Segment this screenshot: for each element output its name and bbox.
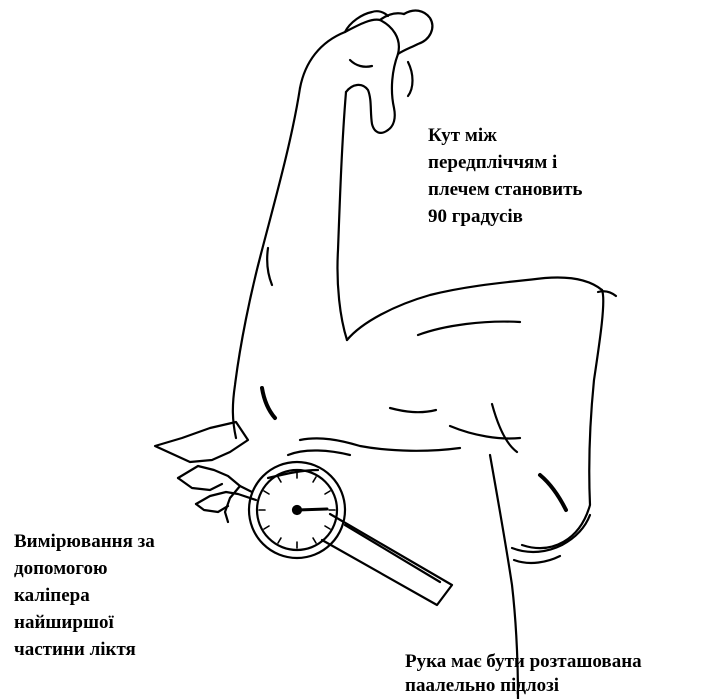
angle-annotation-line: 90 градусів [428,203,582,230]
caliper-annotation: Вимірювання за допомогою каліпера найшир… [14,528,155,663]
arm-position-annotation: Рука має бути розташована паалельно підл… [405,650,642,698]
arm-position-annotation-line: паалельно підлозі [405,674,642,698]
angle-annotation-line: передпліччям і [428,149,582,176]
caliper-annotation-line: Вимірювання за [14,528,155,555]
caliper-annotation-line: частини ліктя [14,636,155,663]
angle-annotation-line: плечем становить [428,176,582,203]
angle-annotation-line: Кут між [428,122,582,149]
caliper-annotation-line: каліпера [14,582,155,609]
caliper-jaws [155,422,256,522]
caliper-annotation-line: найширшої [14,609,155,636]
forearm [233,88,347,438]
arm-position-annotation-line: Рука має бути розташована [405,650,642,674]
caliper-dial [249,462,345,558]
upper-arm [268,278,616,549]
angle-annotation: Кут між передпліччям і плечем становить … [428,122,582,230]
hand [300,11,432,133]
caliper-annotation-line: допомогою [14,555,155,582]
